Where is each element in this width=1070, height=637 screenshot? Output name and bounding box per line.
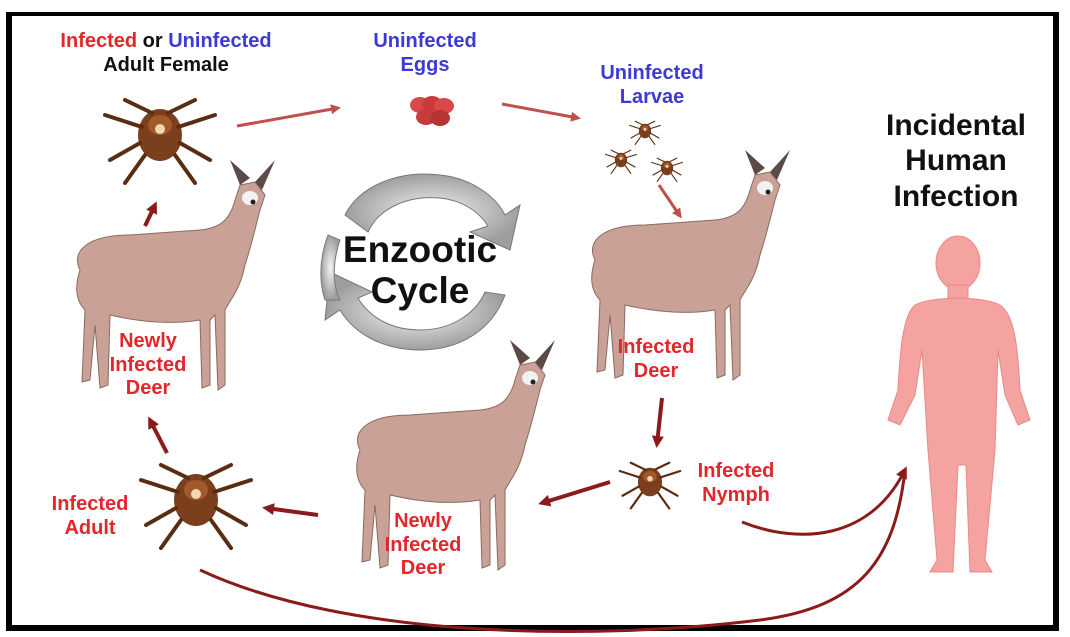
nymph-label-line1: Infected [698, 460, 775, 482]
eggs-label-line2: Eggs [401, 54, 450, 76]
cycle-label-line1: Enzootic [343, 229, 497, 270]
middle-deer-label: Newly Infected Deer [358, 510, 488, 581]
larvae-label: Uninfected Larvae [582, 62, 722, 109]
curve-adult-to-human [200, 470, 905, 632]
eggs-icon [410, 96, 454, 126]
or-word: or [143, 30, 163, 52]
human-label-line2: Human [905, 144, 1007, 177]
adult-female-label: Infected or Uninfected Adult Female [36, 30, 296, 77]
left-deer-label-line3: Deer [126, 377, 170, 399]
arrow-deer-to-nymph [657, 398, 662, 444]
adult-female-word: Adult Female [103, 54, 229, 76]
uninfected-word: Uninfected [168, 30, 271, 52]
arrow-deer-to-female [145, 205, 155, 226]
left-deer-label-line2: Infected [110, 354, 187, 376]
larvae-label-line1: Uninfected [600, 62, 703, 84]
arrow-larvae-to-deer [659, 185, 680, 216]
nymph-label-line2: Nymph [702, 484, 770, 506]
left-deer-label: Newly Infected Deer [88, 330, 208, 401]
infected-word: Infected [60, 30, 137, 52]
adult-tick-icon [141, 465, 251, 548]
human-label: Incidental Human Infection [856, 108, 1056, 214]
middle-deer-label-line3: Deer [401, 557, 445, 579]
middle-deer-label-line2: Infected [385, 534, 462, 556]
cycle-label-line2: Cycle [371, 270, 470, 311]
right-deer-label: Infected Deer [596, 336, 716, 383]
right-deer-label-line2: Deer [634, 360, 678, 382]
left-deer-label-line1: Newly [119, 330, 177, 352]
human-icon [888, 236, 1030, 572]
arrow-nymph-to-deer [542, 482, 610, 503]
larvae-label-line2: Larvae [620, 86, 685, 108]
adult-label-line1: Infected [52, 493, 129, 515]
arrow-female-to-eggs [237, 108, 338, 126]
nymph-label: Infected Nymph [676, 460, 796, 507]
adult-female-tick-icon [105, 100, 215, 183]
nymph-icon [620, 463, 681, 509]
right-deer-label-line1: Infected [618, 336, 695, 358]
human-label-line3: Infection [894, 180, 1019, 213]
arrow-deer-to-adult [266, 508, 318, 515]
eggs-label: Uninfected Eggs [355, 30, 495, 77]
larvae-icon [606, 121, 683, 181]
middle-deer-label-line1: Newly [394, 510, 452, 532]
arrow-adult-to-deer [150, 420, 167, 453]
eggs-label-line1: Uninfected [373, 30, 476, 52]
cycle-label: Enzootic Cycle [330, 230, 510, 311]
human-label-line1: Incidental [886, 109, 1026, 142]
arrow-eggs-to-larvae [502, 104, 578, 118]
adult-label: Infected Adult [30, 493, 150, 540]
adult-label-line2: Adult [64, 517, 115, 539]
